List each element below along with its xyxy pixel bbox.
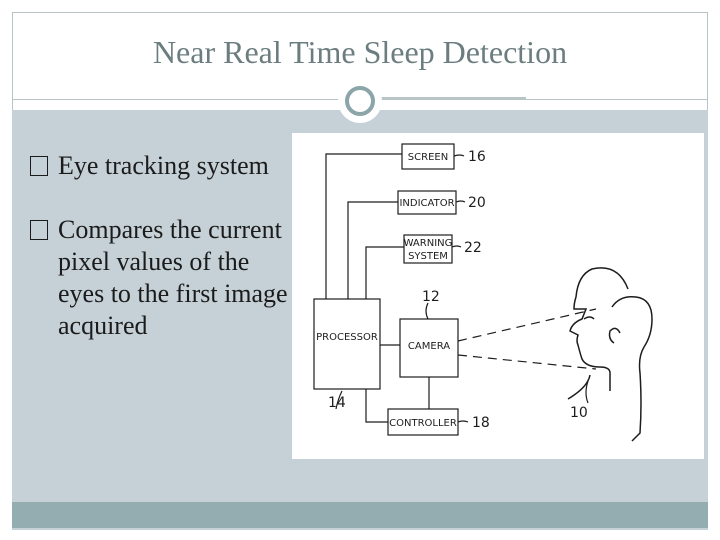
bullet-list: Eye tracking system Compares the current… (30, 150, 295, 374)
camera-label: CAMERA (408, 341, 450, 352)
bullet-box-icon (30, 220, 48, 240)
warning-label-line2: SYSTEM (408, 251, 448, 262)
indicator-label: INDICATOR (399, 198, 454, 209)
patent-figure: SCREEN INDICATOR WARNING SYSTEM PROCESSO… (292, 133, 704, 459)
bullet-item: Compares the current pixel values of the… (30, 214, 295, 342)
page-title: Near Real Time Sleep Detection (152, 34, 568, 70)
ref-number: 18 (472, 415, 490, 431)
processor-box (313, 298, 381, 390)
screen-box (401, 143, 455, 170)
ref-number: 20 (468, 195, 486, 211)
ref-number: 12 (422, 289, 440, 305)
sleep-detection-diagram: SCREEN INDICATOR WARNING SYSTEM PROCESSO… (313, 143, 653, 442)
bullet-item: Eye tracking system (30, 150, 295, 182)
bullet-text: Eye tracking system (58, 151, 269, 180)
bullet-text: Compares the current pixel values of the… (58, 215, 288, 340)
warning-label-line1: WARNING (404, 238, 453, 249)
bullet-box-icon (30, 156, 48, 176)
ref-number: 16 (468, 149, 486, 165)
ring-icon (345, 86, 375, 116)
warning-system-box (403, 234, 453, 264)
ref-number: 10 (570, 405, 588, 421)
ref-number: 14 (328, 395, 346, 411)
footer-bar (12, 502, 708, 528)
face-profile-icon (567, 267, 653, 442)
processor-label: PROCESSOR (316, 332, 378, 343)
ref-number: 22 (464, 240, 482, 256)
screen-label: SCREEN (408, 152, 448, 163)
controller-label: CONTROLLER (389, 418, 457, 429)
title-divider-accent (352, 97, 526, 99)
